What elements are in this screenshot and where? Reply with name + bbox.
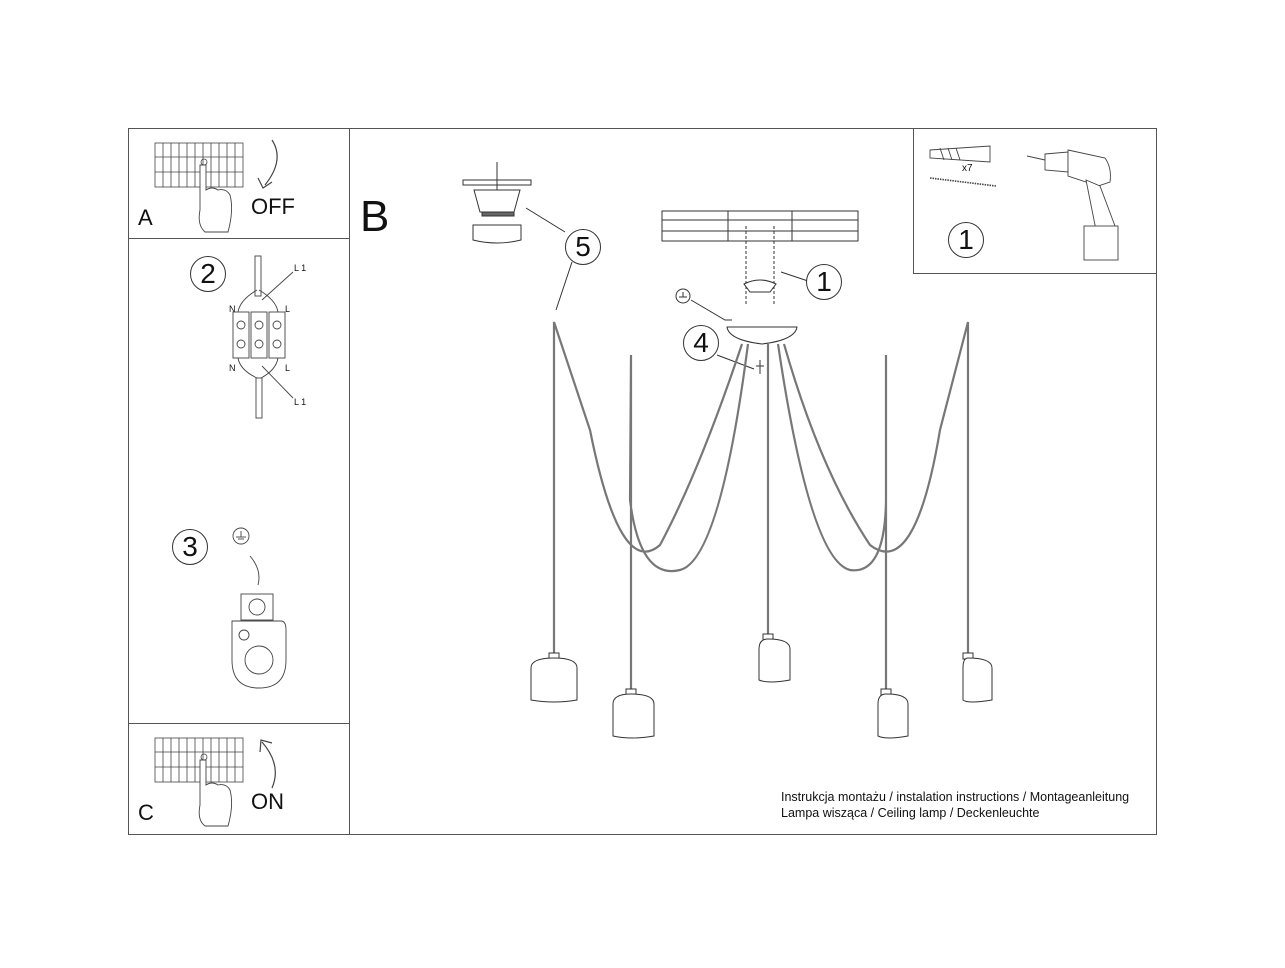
arrow-up-icon <box>259 739 276 789</box>
socket-cover-icon <box>462 162 573 311</box>
off-label: OFF <box>251 194 295 219</box>
tools-frame <box>913 128 1157 274</box>
step-number-badge: 5 <box>565 229 601 265</box>
hand-icon <box>198 164 233 233</box>
socket-1 <box>530 652 578 703</box>
ground-terminal-icon <box>231 527 287 689</box>
wire-label-l: L <box>285 304 291 314</box>
outer-frame <box>128 128 1157 835</box>
wire-label-n: N <box>229 363 236 373</box>
panel-c-letter: C <box>138 800 154 825</box>
socket-3 <box>758 633 791 683</box>
screw-icon <box>929 177 997 187</box>
wire-label-l1: L 1 <box>294 263 307 273</box>
step-number-badge: 1 <box>806 264 842 300</box>
step-number-badge: 3 <box>172 529 208 565</box>
arrow-down-icon <box>257 139 278 189</box>
wall-plug-icon <box>929 145 991 163</box>
cable-1 <box>552 321 744 655</box>
step-number-badge: 2 <box>190 256 226 292</box>
mounting-screws-icon <box>743 226 809 305</box>
panel-a-frame <box>128 128 350 239</box>
step-number-badge: 1 <box>948 222 984 258</box>
ceiling-icon <box>661 210 859 242</box>
pendant-cables <box>552 321 970 690</box>
footer-caption: Instrukcja montażu / instalation instruc… <box>781 789 1129 821</box>
socket-5 <box>962 652 993 703</box>
socket-2 <box>612 688 655 739</box>
on-label: ON <box>251 789 284 814</box>
wire-label-n: N <box>229 304 236 314</box>
cable-2 <box>628 343 750 690</box>
breaker-panel-off-icon <box>154 142 244 188</box>
canopy-icon <box>675 288 798 374</box>
breaker-panel-on-icon <box>154 737 244 783</box>
cable-4 <box>776 343 888 690</box>
panel-a-letter: A <box>138 205 153 230</box>
hand-icon <box>198 759 233 827</box>
lamp-sockets <box>530 633 993 739</box>
wire-label-l: L <box>285 363 291 373</box>
quantity-label: x7 <box>962 163 973 174</box>
wire-label-l1: L 1 <box>294 397 307 407</box>
panel-b-letter: B <box>360 192 390 241</box>
socket-4 <box>877 688 909 739</box>
cable-5 <box>782 321 970 655</box>
footer-line-1: Instrukcja montażu / instalation instruc… <box>781 790 1130 804</box>
footer-line-2: Lampa wisząca / Ceiling lamp / Deckenleu… <box>781 806 1040 820</box>
step-number-badge: 4 <box>683 325 719 361</box>
terminal-block-icon <box>232 255 294 419</box>
panel-c-frame <box>128 723 350 835</box>
drill-icon <box>1026 149 1119 261</box>
